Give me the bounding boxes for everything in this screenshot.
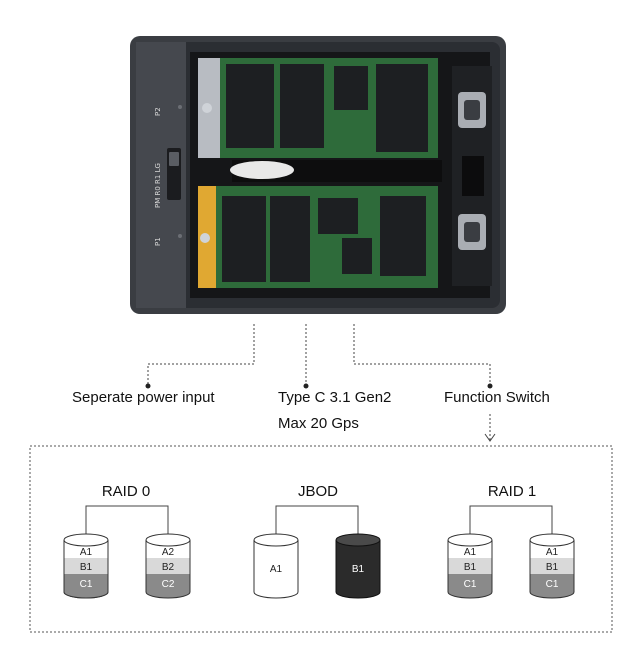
raid0-disk-a-top bbox=[63, 533, 109, 547]
raid1-disk-a-base bbox=[447, 591, 493, 599]
callout-power: Seperate power input bbox=[72, 389, 215, 406]
raid0-disk-b-label-3: C2 bbox=[162, 579, 175, 590]
raid0-disk-b-label-1: A2 bbox=[162, 547, 175, 558]
raid0-disk-a-label-3: C1 bbox=[80, 579, 93, 590]
side-label-modes: PM R0 R1 LG bbox=[154, 163, 162, 208]
jbod-disk-a-label-1: A1 bbox=[270, 564, 283, 575]
mode-jbod: JBOD A1 B1 bbox=[253, 483, 381, 599]
raid0-disk-b-top bbox=[145, 533, 191, 547]
switch-knob bbox=[169, 152, 179, 166]
ssd-top-chip-1 bbox=[226, 64, 274, 148]
callout-typec-line2: Max 20 Gps bbox=[278, 415, 359, 432]
raid0-title: RAID 0 bbox=[102, 483, 150, 500]
ssd-bottom-chip-3 bbox=[342, 238, 372, 274]
callout-dot-power bbox=[145, 383, 151, 389]
jbod-disk-a-body bbox=[254, 540, 298, 592]
raid1-disk-a-label-3: C1 bbox=[464, 579, 477, 590]
raid0-disk-b-label-2: B2 bbox=[162, 562, 175, 573]
ssd-top-screw bbox=[202, 103, 212, 113]
jbod-disk-a: A1 bbox=[253, 533, 299, 599]
side-label-p1: P1 bbox=[154, 237, 162, 246]
ssd-bottom-screw bbox=[200, 233, 210, 243]
callout-dot-typec bbox=[303, 383, 309, 389]
raid1-disk-b-seg3 bbox=[530, 574, 574, 592]
arrow-head-icon bbox=[484, 433, 496, 442]
raid1-disk-b-top bbox=[529, 533, 575, 547]
raid1-disk-a: A1 B1 C1 bbox=[447, 533, 493, 599]
ssd-top-chip-2 bbox=[280, 64, 324, 148]
raid1-disk-a-seg3 bbox=[448, 574, 492, 592]
raid1-disk-a-label-1: A1 bbox=[464, 547, 477, 558]
raid1-disk-b-label-2: B1 bbox=[546, 562, 559, 573]
callout-typec-line1: Type C 3.1 Gen2 bbox=[278, 389, 391, 406]
raid0-disk-b: A2 B2 C2 bbox=[145, 533, 191, 599]
ssd-bottom-controller bbox=[318, 198, 358, 234]
callout-dot-switch bbox=[487, 383, 493, 389]
ssd-bottom-chip-2 bbox=[270, 196, 310, 282]
raid1-disk-a-seg2 bbox=[448, 558, 492, 574]
mode-raid0: RAID 0 A1 B1 C1 A2 B2 C2 bbox=[63, 483, 191, 599]
raid1-connector bbox=[469, 505, 553, 536]
jbod-disk-b-body bbox=[336, 540, 380, 592]
raid0-disk-b-seg2 bbox=[146, 558, 190, 574]
raid0-connector bbox=[85, 505, 169, 536]
raid1-disk-a-top bbox=[447, 533, 493, 547]
callout-line-switch bbox=[353, 324, 491, 386]
led-p2 bbox=[178, 105, 182, 109]
callout-switch: Function Switch bbox=[444, 389, 550, 406]
raid0-disk-a: A1 B1 C1 bbox=[63, 533, 109, 599]
raid1-disk-b-label-1: A1 bbox=[546, 547, 559, 558]
usb-c-port-bottom-inner bbox=[464, 222, 480, 242]
jbod-disk-a-base bbox=[253, 591, 299, 599]
led-p1 bbox=[178, 234, 182, 238]
jbod-title: JBOD bbox=[298, 483, 338, 500]
jbod-disk-a-top bbox=[253, 533, 299, 547]
raid1-disk-a-label-2: B1 bbox=[464, 562, 477, 573]
callout-lines bbox=[147, 324, 491, 440]
raid0-disk-a-seg2 bbox=[64, 558, 108, 574]
bridge-chip bbox=[462, 156, 484, 196]
raid0-disk-a-seg3 bbox=[64, 574, 108, 592]
callout-line-power bbox=[147, 324, 255, 386]
raid0-disk-a-base bbox=[63, 591, 109, 599]
ssd-bottom-chip-1 bbox=[222, 196, 266, 282]
side-label-p2: P2 bbox=[154, 107, 162, 116]
jbod-disk-b-base bbox=[335, 591, 381, 599]
raid0-disk-a-label-1: A1 bbox=[80, 547, 93, 558]
raid0-disk-b-seg3 bbox=[146, 574, 190, 592]
jbod-disk-b-top bbox=[335, 533, 381, 547]
ssd-bottom-chip-4 bbox=[380, 196, 426, 276]
raid1-disk-b-label-3: C1 bbox=[546, 579, 559, 590]
ssd-top-controller bbox=[334, 66, 368, 110]
raid1-disk-b: A1 B1 C1 bbox=[529, 533, 575, 599]
raid1-title: RAID 1 bbox=[488, 483, 536, 500]
thermal-pad bbox=[230, 161, 294, 179]
jbod-disk-b-label-1: B1 bbox=[352, 564, 365, 575]
ssd-bottom bbox=[198, 186, 438, 288]
usb-c-port-top-inner bbox=[464, 100, 480, 120]
raid-modes-panel bbox=[29, 445, 613, 633]
raid1-disk-b-base bbox=[529, 591, 575, 599]
jbod-connector bbox=[275, 505, 359, 536]
raid1-disk-b-seg2 bbox=[530, 558, 574, 574]
raid0-disk-a-label-2: B1 bbox=[80, 562, 93, 573]
mode-raid1: RAID 1 A1 B1 C1 A1 B1 C1 bbox=[447, 483, 575, 599]
raid0-disk-b-base bbox=[145, 591, 191, 599]
ssd-enclosure: P2 PM R0 R1 LG P1 bbox=[130, 36, 506, 314]
ssd-top bbox=[198, 58, 438, 158]
jbod-disk-b: B1 bbox=[335, 533, 381, 599]
ssd-top-chip-3 bbox=[376, 64, 428, 152]
